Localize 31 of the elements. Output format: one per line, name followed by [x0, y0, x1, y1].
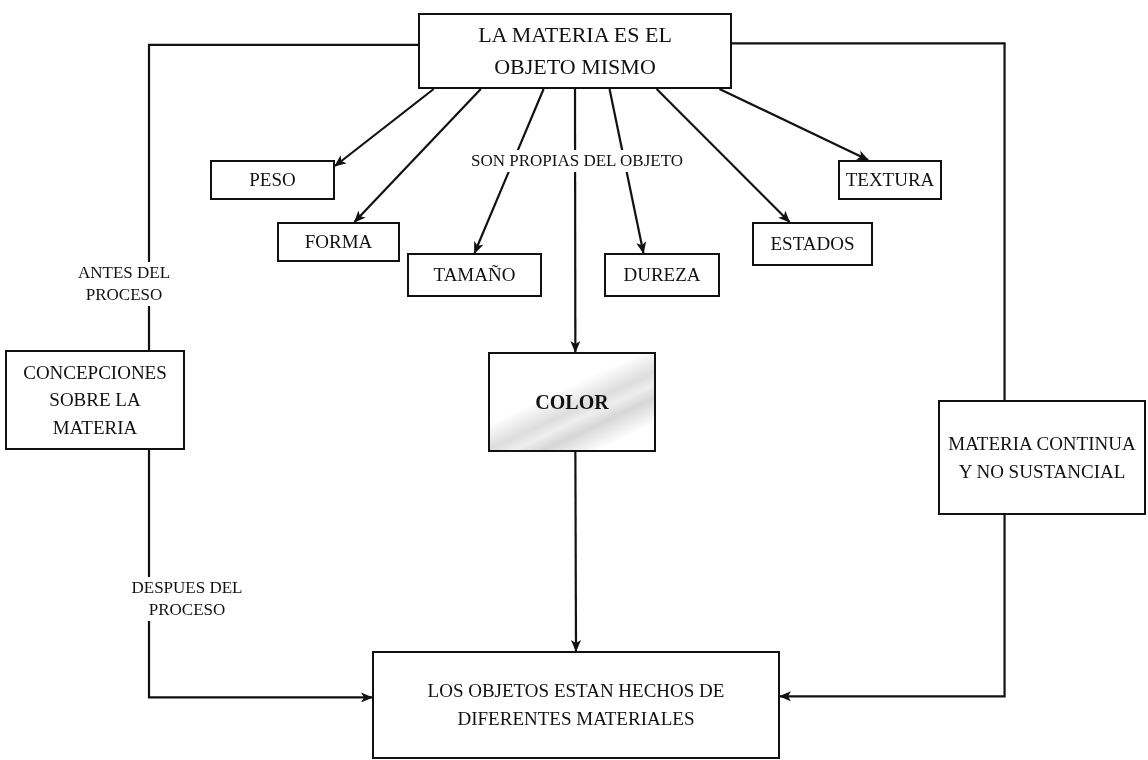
property-box	[604, 253, 720, 297]
arrow	[570, 452, 581, 652]
arrow	[353, 88, 482, 223]
node-text: MATERIA CONTINUA Y NO SUSTANCIAL	[947, 431, 1137, 484]
arrow	[147, 450, 373, 703]
node-text: LOS OBJETOS ESTAN HECHOS DE DIFERENTES MATERIALES	[426, 679, 726, 731]
node-text: TEXTURA	[845, 168, 935, 193]
node-text: COLOR	[535, 389, 609, 415]
arrow	[570, 89, 581, 353]
arrow	[473, 88, 545, 254]
node-text: LA MATERIA ES EL OBJETO MISMO	[477, 21, 673, 81]
concept-box	[938, 400, 1146, 515]
property-box	[838, 160, 942, 200]
node-text: TAMAÑO	[433, 263, 516, 288]
concept-box	[488, 352, 656, 452]
node-text: DUREZA	[623, 263, 701, 288]
arrow	[779, 515, 1006, 702]
arrow	[718, 88, 870, 161]
node-text: FORMA	[304, 230, 373, 255]
node-text: CONCEPCIONES SOBRE LA MATERIA	[22, 360, 168, 440]
concept-box	[418, 13, 732, 89]
property-box	[277, 222, 400, 262]
concept-box	[5, 350, 185, 450]
arrow	[334, 88, 435, 167]
concept-box	[372, 651, 780, 759]
node-text: PESO	[249, 168, 296, 193]
property-box	[210, 160, 335, 200]
arrow	[655, 88, 791, 223]
node-text: ESTADOS	[770, 232, 855, 257]
property-box	[407, 253, 542, 297]
property-box	[752, 222, 873, 266]
